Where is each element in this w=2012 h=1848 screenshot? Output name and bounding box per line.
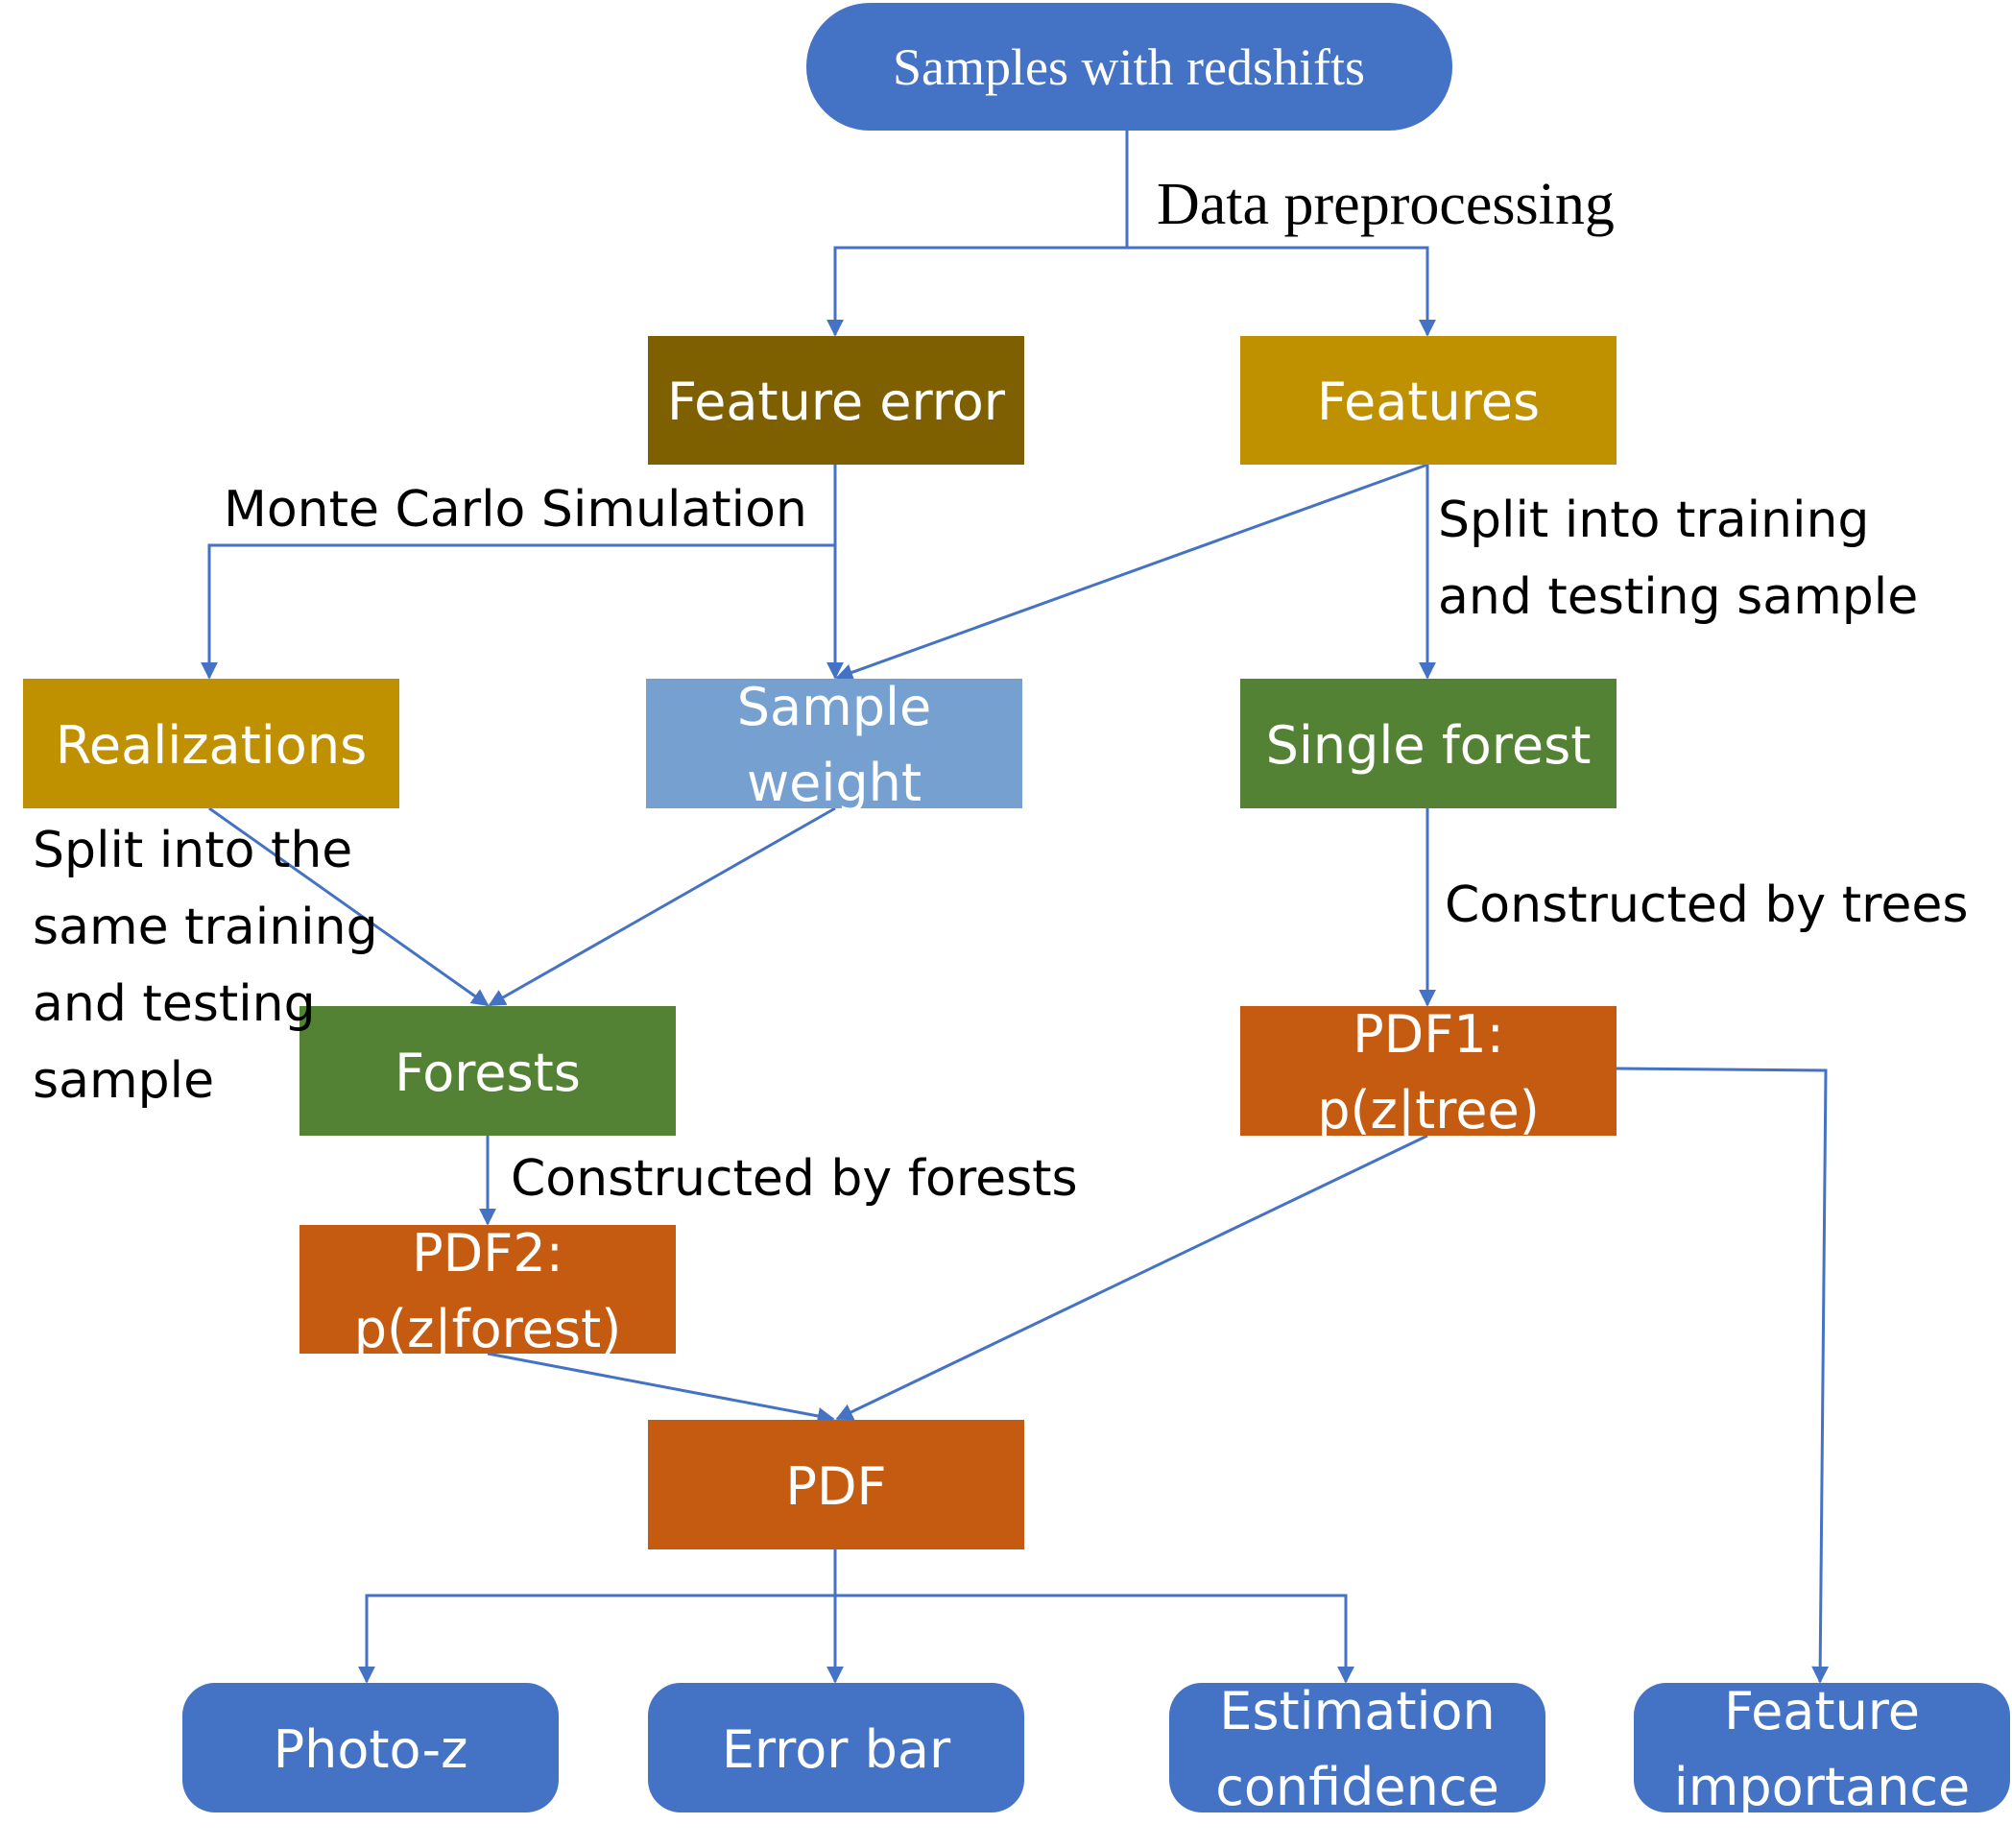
node-pdf1: PDF1: p(z|tree) [1240, 1004, 1617, 1140]
node-feature-importance-line-1: Feature [1724, 1681, 1920, 1741]
edge-pdf1-to-feature-importance [1614, 1067, 1830, 1684]
node-single-forest-shape [1240, 679, 1617, 808]
label-data-preprocessing: Data preprocessing [1157, 172, 1615, 237]
node-pdf2-line-2: p(z|forest) [354, 1299, 622, 1359]
edge-sample-weight-to-forests [488, 806, 836, 1007]
node-samples-label: Samples with redshifts [893, 38, 1365, 96]
edge-pdf1-to-pdf [835, 1134, 1428, 1421]
node-realizations: Realizations [23, 679, 399, 808]
node-realizations-shape [23, 679, 399, 808]
node-sample-weight: Sample weight [646, 677, 1022, 813]
node-estimation-confidence: Estimation confidence [1169, 1681, 1545, 1817]
node-photo-z-shape [182, 1683, 559, 1812]
label-monte-carlo: Monte Carlo Simulation [224, 481, 807, 539]
node-feature-importance-shape [1634, 1683, 2010, 1812]
node-feature-error: Feature error [648, 336, 1024, 465]
node-photo-z: Photo-z [182, 1683, 559, 1812]
node-forests-label: Forests [395, 1043, 581, 1103]
node-sample-weight-line-2: weight [747, 753, 922, 813]
node-samples: Samples with redshifts [806, 3, 1452, 131]
node-error-bar: Error bar [648, 1683, 1024, 1812]
node-photo-z-label: Photo-z [274, 1719, 468, 1780]
node-features-label: Features [1317, 372, 1540, 432]
node-sample-weight-shape [646, 679, 1022, 808]
node-pdf2-shape [299, 1225, 676, 1354]
node-single-forest-label: Single forest [1266, 715, 1592, 776]
node-feature-importance: Feature importance [1634, 1681, 2010, 1817]
edge-features-to-sample-weight [835, 463, 1428, 681]
edge-labels: Data preprocessing Monte Carlo Simulatio… [33, 172, 1968, 1208]
edge-realizations-to-forests [208, 806, 490, 1007]
node-features-shape [1240, 336, 1617, 465]
node-pdf1-line-2: p(z|tree) [1317, 1080, 1540, 1140]
node-estimation-confidence-line-1: Estimation [1219, 1681, 1496, 1741]
edge-pdf2-to-pdf [487, 1352, 835, 1425]
node-forests: Forests [299, 1006, 676, 1136]
label-constructed-forests: Constructed by forests [511, 1150, 1078, 1208]
node-pdf-shape [648, 1420, 1024, 1549]
node-error-bar-label: Error bar [722, 1719, 951, 1780]
node-feature-importance-line-2: importance [1674, 1757, 1971, 1817]
edge-pdf-to-estimation-confidence [835, 1594, 1354, 1684]
node-sample-weight-line-1: Sample [737, 677, 931, 737]
label-split-same-line-4: sample [33, 1052, 214, 1110]
node-error-bar-shape [648, 1683, 1024, 1812]
node-feature-error-shape [648, 336, 1024, 465]
node-forests-shape [299, 1006, 676, 1136]
label-split-same-line-1: Split into the [33, 822, 352, 879]
label-constructed-trees: Constructed by trees [1445, 876, 1968, 934]
edge-feature-error-to-realizations [201, 543, 835, 680]
label-split-same-line-3: and testing [33, 975, 316, 1033]
node-pdf2: PDF2: p(z|forest) [299, 1223, 676, 1359]
node-estimation-confidence-line-2: confidence [1215, 1757, 1499, 1817]
edges [201, 131, 1830, 1684]
label-split-same-line-2: same training [33, 899, 378, 956]
node-features: Features [1240, 336, 1617, 465]
node-estimation-confidence-shape [1169, 1683, 1545, 1812]
node-feature-error-label: Feature error [667, 372, 1006, 432]
node-pdf1-line-1: PDF1: [1353, 1004, 1504, 1065]
node-realizations-label: Realizations [56, 715, 367, 776]
edge-pdf-to-photo-z [358, 1594, 835, 1684]
node-pdf2-line-1: PDF2: [412, 1223, 563, 1284]
edge-to-feature-error [826, 246, 1127, 337]
label-split-training-line-2: and testing sample [1438, 568, 1918, 626]
node-pdf: PDF [648, 1420, 1024, 1549]
edge-to-features [1127, 246, 1436, 337]
node-pdf1-shape [1240, 1006, 1617, 1136]
label-split-training-line-1: Split into training [1438, 492, 1869, 549]
node-samples-shape [806, 3, 1452, 131]
node-pdf-label: PDF [785, 1456, 886, 1517]
node-single-forest: Single forest [1240, 679, 1617, 808]
